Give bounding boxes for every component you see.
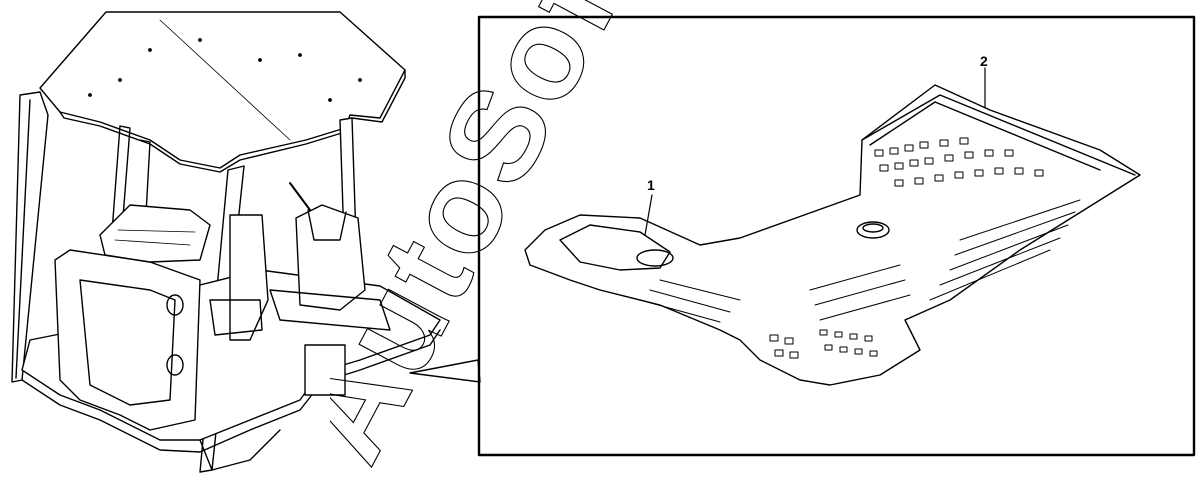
cab-roof	[39, 11, 406, 173]
floor-mat-grid	[639, 137, 1081, 359]
detail-frame	[477, 15, 1196, 457]
leader-line-1	[644, 194, 653, 236]
cab-front-console	[54, 204, 211, 431]
callout-2: 2	[980, 53, 988, 69]
cab-joystick	[269, 182, 391, 331]
drain-hole	[856, 221, 890, 239]
floor-mat	[524, 84, 1141, 386]
cab-seat	[209, 214, 269, 341]
callout-1: 1	[647, 177, 655, 193]
